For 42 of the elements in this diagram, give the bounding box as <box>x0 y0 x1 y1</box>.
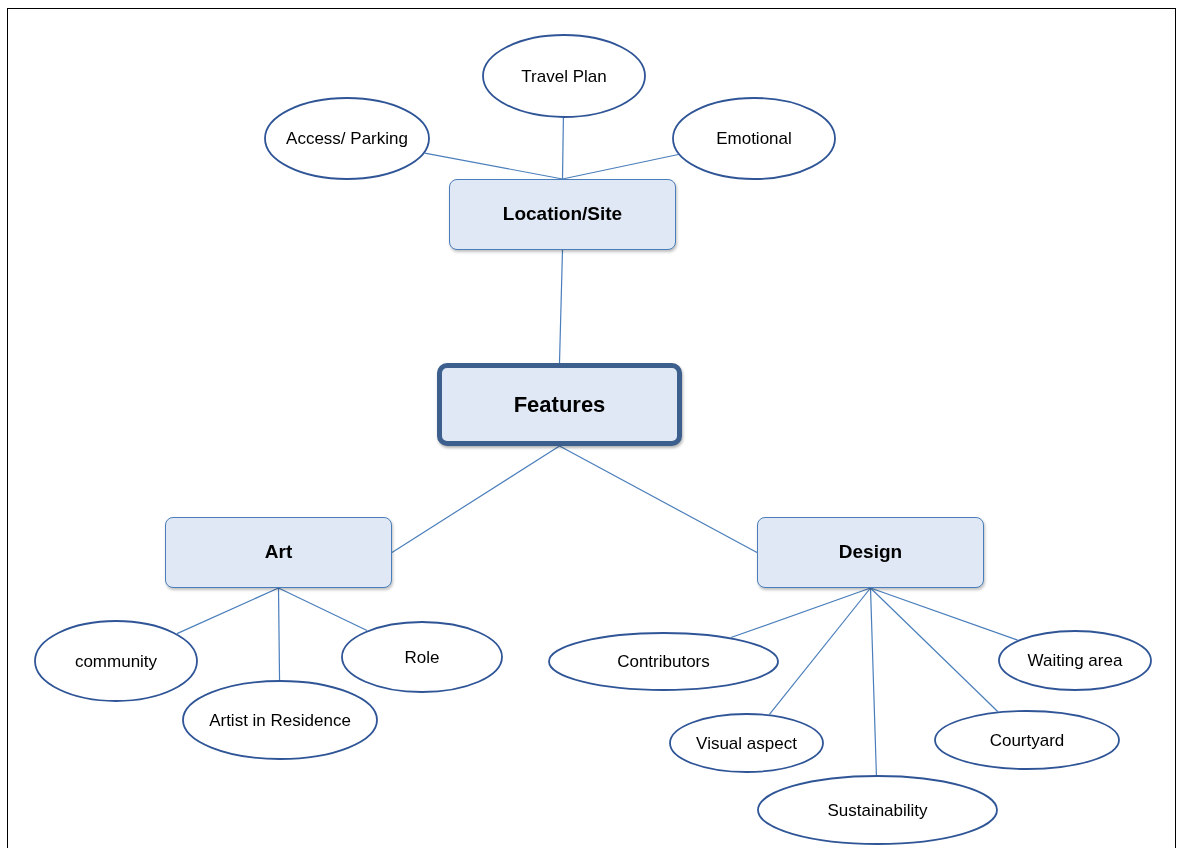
node-label: Features <box>513 391 606 419</box>
connector-line <box>768 587 872 715</box>
connector-line <box>391 445 561 554</box>
connector-line <box>869 587 877 776</box>
oval-node <box>182 680 378 760</box>
node-label: Emotional <box>715 128 793 150</box>
node-label: Sustainability <box>826 799 929 822</box>
topic-box <box>165 517 392 588</box>
node-label: Contributors <box>616 651 711 673</box>
connector-line <box>869 587 1019 641</box>
node-label: community <box>73 650 159 673</box>
connector-line <box>277 587 368 632</box>
topic-box <box>437 363 682 446</box>
oval-node <box>669 713 824 773</box>
connector-line <box>176 587 280 635</box>
connector-line <box>869 587 999 713</box>
oval-node <box>548 632 779 691</box>
node-label: Waiting area <box>1026 650 1124 672</box>
node-label: Courtyard <box>988 729 1066 752</box>
node-label: Role <box>403 646 441 669</box>
node-label: Location/Site <box>502 202 623 227</box>
node-label: Access/ Parking <box>285 128 409 150</box>
topic-box <box>757 517 984 588</box>
oval-node <box>341 621 503 693</box>
connector-line <box>558 249 564 364</box>
topic-box <box>449 179 676 250</box>
oval-node <box>998 630 1152 691</box>
node-label: Travel Plan <box>520 65 608 88</box>
oval-node <box>264 97 430 180</box>
connector-line <box>561 117 564 180</box>
connector-line <box>277 587 281 681</box>
node-label: Design <box>838 540 903 565</box>
node-label: Art <box>264 540 293 565</box>
oval-node <box>482 34 646 118</box>
node-label: Artist in Residence <box>208 709 352 732</box>
connector-line <box>730 587 872 639</box>
oval-node <box>34 620 198 702</box>
node-label: Visual aspect <box>695 732 798 755</box>
connector-line <box>558 445 758 554</box>
oval-node <box>672 97 836 180</box>
oval-node <box>757 775 998 845</box>
oval-node <box>934 710 1120 770</box>
